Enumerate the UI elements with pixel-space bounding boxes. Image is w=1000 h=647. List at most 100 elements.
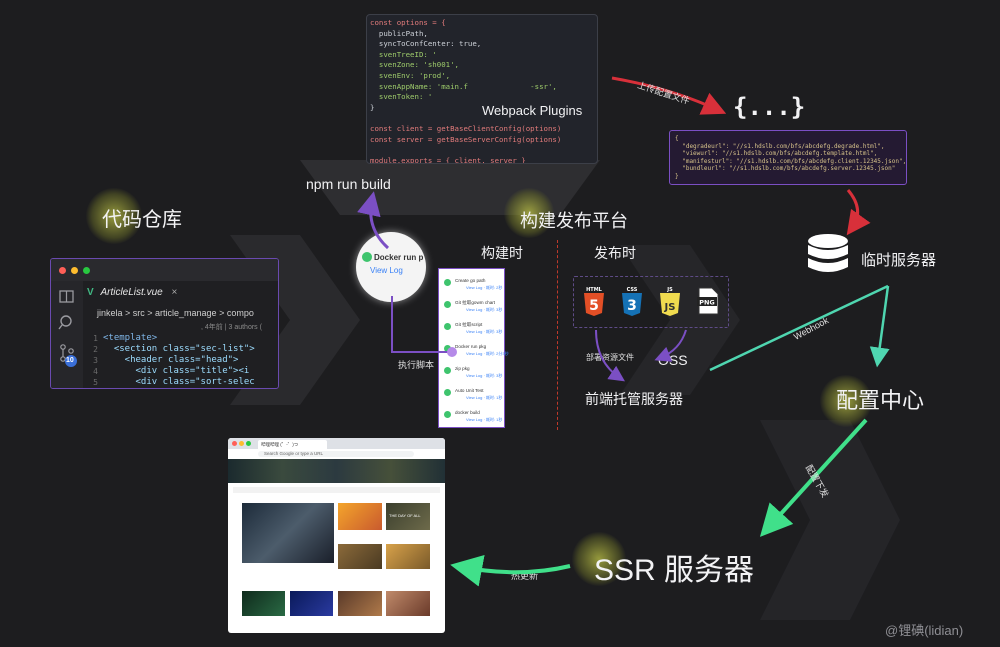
close-dot[interactable] [59,267,66,274]
json-braces-label: {...} [733,93,806,121]
editor-activity-bar: 10 [51,281,83,388]
maximize-dot[interactable] [83,267,90,274]
editor-tab[interactable]: V ArticleList.vue × [87,287,177,298]
config-center-label: 配置中心 [836,388,925,413]
svg-text:JS: JS [664,302,676,313]
step-name: Docker run pkg [455,344,487,349]
editor-code-line: <div class="sort-selec [103,377,255,387]
deploy-assets-label: 部署资源文件 [586,353,634,362]
video-thumb[interactable] [386,544,430,569]
step-view-log[interactable]: View Log · 耗时: 1秒 [466,417,503,422]
editor-tab-label: ArticleList.vue [100,287,163,298]
json-line: "viewurl": "//s1.hdslb.com/bfs/abcdefg.t… [675,150,878,158]
editor-breadcrumb: jinkela > src > article_manage > compo [97,308,254,318]
code-line: publicPath, [370,28,428,38]
code-line: svenEnv: 'prod', [370,70,451,80]
build-time-label: 构建时 [481,245,523,261]
editor-code-line: <div class="title"><i [103,366,250,376]
check-icon [444,389,451,396]
author-watermark: @锂碘(lidian) [885,623,964,638]
check-icon [444,367,451,374]
browser-tab[interactable]: 哔哩哔哩 (゜-゜)つ [258,440,327,449]
step-name: zip pkg [455,366,470,371]
exec-script-label: 执行脚本 [398,360,435,370]
hot-update-label: 热更新 [511,571,539,581]
close-tab-icon[interactable]: × [171,287,178,298]
config-json-code: { "degradeurl": "//s1.hdslb.com/bfs/abcd… [669,130,907,185]
address-bar[interactable]: Search Google or type a URL [258,451,414,457]
code-line: module.exports = { client, server } [370,155,526,164]
maximize-dot[interactable] [246,441,251,446]
step-view-log[interactable]: View Log · 耗时: 1秒 [466,395,503,400]
svg-text:3: 3 [627,298,637,314]
step-name: Git 拉取gowm chart [455,300,496,305]
code-line: svenAppName: 'main.f -ssr', [370,81,557,91]
line-numbers: 1 2 3 4 5 [93,334,98,387]
check-icon [444,345,451,352]
oss-label: OSS [658,352,688,368]
background-chevron [760,420,900,620]
static-assets-group: HTML 5 CSS 3 JS JS PNG [573,276,729,328]
publish-time-label: 发布时 [594,245,636,261]
search-icon[interactable] [60,315,72,327]
json-line: "degradeurl": "//s1.hdslb.com/bfs/abcdef… [675,142,885,150]
magnifier-view-log[interactable]: View Log [370,266,403,275]
git-blame-info: , 4年前 | 3 authors ( [201,324,262,331]
step-view-log[interactable]: View Log · 耗时: 3秒 [466,329,503,334]
step-view-log[interactable]: View Log · 耗时: 3秒 [466,373,503,378]
temp-server-label: 临时服务器 [861,252,937,269]
css3-icon: CSS 3 [622,287,642,316]
magnifier-step-title: Docker run p [374,253,424,262]
code-line [370,145,597,156]
build-platform-label: 构建发布平台 [520,211,628,231]
video-thumb[interactable] [338,503,382,530]
step-name: Create go path [455,278,486,283]
video-thumb[interactable] [242,591,285,616]
json-line: } [675,172,679,180]
video-thumb[interactable] [386,591,430,616]
badge-circle [65,355,77,367]
check-icon [444,301,451,308]
editor-code: <template> <section class="sec-list"> <h… [103,333,255,388]
svg-text:5: 5 [589,298,599,314]
video-thumb[interactable] [290,591,333,616]
svg-text:JS: JS [666,287,673,293]
step-view-log[interactable]: View Log · 耗时: 2秒 [466,285,503,290]
code-line: svenZone: 'sh001', [370,60,459,70]
step-name: Auto Unit Test [455,388,484,393]
browser-tabbar: 哔哩哔哩 (゜-゜)つ [228,438,445,449]
minimize-dot[interactable] [239,441,244,446]
code-line: const server = getBaseServerConfig(optio… [370,134,562,144]
editor-code-line: <template> [103,333,158,343]
code-line: const client = getBaseClientConfig(optio… [370,123,562,133]
glow-dot [572,532,626,586]
step-view-log[interactable]: View Log · 耗时: 3秒 [466,307,503,312]
repo-label: 代码仓库 [102,209,182,231]
step-view-log[interactable]: View Log · 耗时: 2分3秒 [466,351,509,356]
phase-divider [557,240,558,430]
close-dot[interactable] [232,441,237,446]
featured-video[interactable] [242,503,334,563]
png-file-icon: PNG [697,287,719,315]
site-banner [228,459,445,483]
video-thumb[interactable]: THE DAY OF ALL [386,503,430,530]
docker-step-magnifier: Docker run p View Log [356,232,426,302]
video-caption: THE DAY OF ALL [389,513,421,518]
editor-titlebar [51,259,278,281]
step-name: Git 拉取script [455,322,483,327]
frontend-host-label: 前端托管服务器 [585,391,683,407]
minimize-dot[interactable] [71,267,78,274]
video-thumb[interactable] [338,544,382,569]
glow-dot [820,375,872,427]
source-control-icon[interactable] [60,344,66,350]
svg-text:PNG: PNG [699,299,715,307]
webpack-config-code: const options = { publicPath, syncToConf… [366,14,598,164]
editor-code-line: <header class="head"> [103,355,239,365]
video-thumb[interactable] [338,591,382,616]
code-line: const options = { [370,18,446,27]
code-line: svenTreeID: ' [370,49,437,59]
code-line: svenToken: ' [370,92,433,102]
javascript-icon: JS JS [660,287,680,316]
